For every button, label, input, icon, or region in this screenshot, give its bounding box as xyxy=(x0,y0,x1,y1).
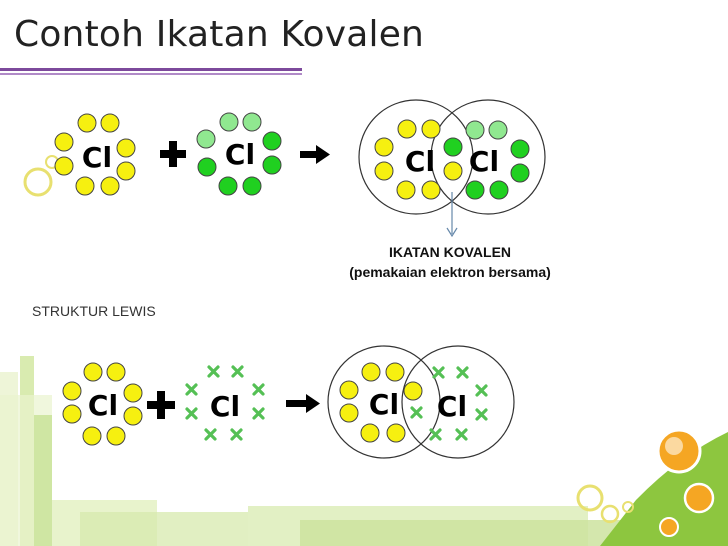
background-decoration xyxy=(0,155,728,546)
row-lewis-structure: Cl Cl xyxy=(62,345,515,459)
chlorine-atom-right: Cl xyxy=(196,112,282,196)
section-label-lewis: STRUKTUR LEWIS xyxy=(32,303,156,319)
caption-shared-electrons: (pemakaian elektron bersama) xyxy=(349,264,551,280)
atom-symbol: Cl xyxy=(210,390,240,423)
pointer-arrow-icon xyxy=(446,192,458,238)
plus-icon xyxy=(160,141,186,167)
atom-symbol: Cl xyxy=(225,138,255,171)
row-atomic-model: Cl Cl xyxy=(54,99,546,238)
atom-symbol: Cl xyxy=(405,145,435,178)
arrow-right-icon xyxy=(300,145,330,164)
cl2-molecule-lewis: Cl Cl xyxy=(327,345,515,459)
atom-symbol: Cl xyxy=(369,388,399,421)
cl2-molecule-atomic: Cl Cl xyxy=(358,99,546,215)
lewis-chlorine-left: Cl xyxy=(62,362,143,446)
plus-icon xyxy=(147,391,175,419)
arrow-right-icon xyxy=(286,394,320,413)
atom-symbol: Cl xyxy=(88,389,118,422)
atom-symbol: Cl xyxy=(82,141,112,174)
lewis-chlorine-right: Cl xyxy=(185,365,265,441)
atom-symbol: Cl xyxy=(437,390,467,423)
title-underline xyxy=(0,68,302,76)
slide-title: Contoh Ikatan Kovalen xyxy=(14,14,425,55)
caption-covalent-bond: IKATAN KOVALEN xyxy=(388,244,512,260)
atom-symbol: Cl xyxy=(469,145,499,178)
chlorine-atom-left: Cl xyxy=(54,113,136,196)
